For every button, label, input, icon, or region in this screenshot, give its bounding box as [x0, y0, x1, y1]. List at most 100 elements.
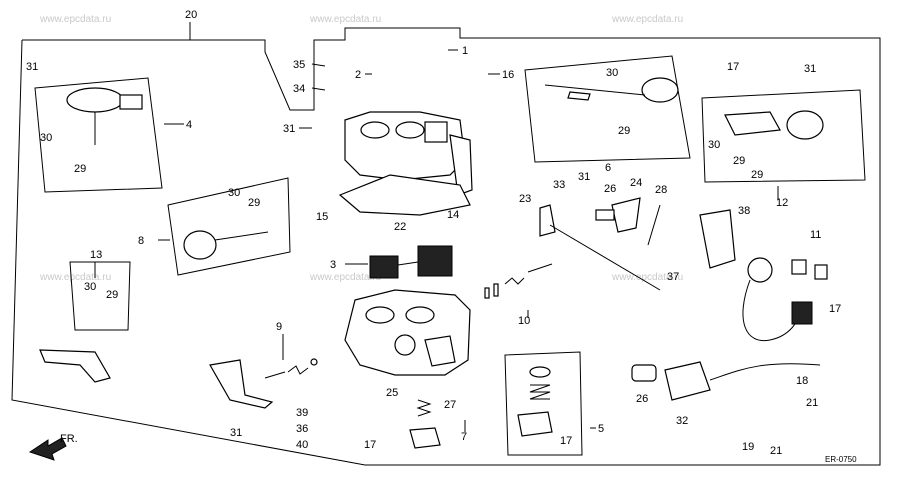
- callout-39: 39: [296, 407, 308, 419]
- callout-29: 29: [248, 197, 260, 209]
- callout-7: 7: [461, 431, 467, 443]
- diaphragm-6: [544, 77, 679, 103]
- callout-31: 31: [578, 171, 590, 183]
- gasket: [338, 174, 471, 216]
- callout-30: 30: [40, 132, 52, 144]
- callout-1: 1: [462, 45, 468, 57]
- callout-15: 15: [316, 211, 328, 223]
- callout-5: 5: [598, 423, 604, 435]
- callout-31: 31: [26, 61, 38, 73]
- callout-14: 14: [447, 209, 459, 221]
- callout-labels: 20 31 4 30 29 35 34 31 2 1 16 15 30 29 6…: [26, 9, 841, 457]
- watermark: www.epcdata.ru: [611, 272, 683, 283]
- watermark: www.epcdata.ru: [309, 272, 381, 283]
- callout-31: 31: [230, 427, 242, 439]
- callout-6: 6: [605, 162, 611, 174]
- leader-lines: [94, 49, 779, 432]
- callout-27: 27: [444, 399, 456, 411]
- callout-20: 20: [185, 9, 197, 21]
- callout-3: 3: [330, 259, 336, 271]
- diaphragm-12: [724, 110, 824, 140]
- spring-27: [416, 399, 432, 417]
- callout-32: 32: [676, 415, 688, 427]
- throttle-link-13: [39, 349, 111, 383]
- diaphragm-8: [183, 230, 269, 260]
- callout-34: 34: [293, 83, 305, 95]
- group-box-12: [701, 89, 866, 183]
- assembly-outline: [11, 27, 881, 466]
- callout-35: 35: [293, 59, 305, 71]
- callout-30: 30: [708, 139, 720, 151]
- choke-rod-33: [539, 204, 661, 291]
- callout-17: 17: [829, 303, 841, 315]
- callout-23: 23: [519, 193, 531, 205]
- part-7: [409, 427, 441, 449]
- bracket-32: [664, 361, 711, 401]
- callout-22: 22: [394, 221, 406, 233]
- callout-30: 30: [84, 281, 96, 293]
- callout-11: 11: [810, 229, 821, 241]
- callout-30: 30: [606, 67, 618, 79]
- carb-lower-body: [344, 289, 471, 376]
- callout-36: 36: [296, 423, 308, 435]
- callout-24: 24: [630, 177, 642, 189]
- float-assembly: [369, 245, 453, 279]
- wire: [709, 363, 821, 381]
- group-box-4: [34, 77, 163, 193]
- solenoid-11: [699, 209, 828, 342]
- group-box-6: [524, 55, 691, 163]
- group-box-8: [167, 177, 291, 276]
- callout-28: 28: [655, 184, 667, 196]
- watermark: www.epcdata.ru: [611, 14, 683, 25]
- part-26: [595, 209, 615, 221]
- callout-26: 26: [636, 393, 648, 405]
- callout-21: 21: [770, 445, 782, 457]
- direction-label: FR.: [60, 433, 78, 445]
- callout-19: 19: [742, 441, 754, 453]
- callout-17: 17: [364, 439, 376, 451]
- callout-29: 29: [751, 169, 763, 181]
- rod-28: [647, 204, 661, 246]
- callout-38: 38: [738, 205, 750, 217]
- carb-upper-body: [344, 111, 473, 196]
- callout-40: 40: [296, 439, 308, 451]
- callout-26: 26: [604, 183, 616, 195]
- choke-diaphragm-4: [66, 87, 143, 145]
- group-box-13: [69, 261, 131, 331]
- callout-29: 29: [106, 289, 118, 301]
- callout-10: 10: [518, 315, 530, 327]
- callout-18: 18: [796, 375, 808, 387]
- callout-25: 25: [386, 387, 398, 399]
- callout-29: 29: [74, 163, 86, 175]
- callout-8: 8: [138, 235, 144, 247]
- watermark: www.epcdata.ru: [309, 14, 381, 25]
- callout-13: 13: [90, 249, 102, 261]
- callout-33: 33: [553, 179, 565, 191]
- bracket-bottom: [209, 359, 274, 409]
- callout-9: 9: [276, 321, 282, 333]
- screw-set-9: [264, 358, 318, 379]
- callout-17: 17: [727, 61, 739, 73]
- callout-30: 30: [228, 187, 240, 199]
- callout-17: 17: [560, 435, 572, 447]
- front-direction-arrow: FR.: [28, 433, 78, 461]
- callout-16: 16: [502, 69, 514, 81]
- callout-37: 37: [667, 271, 679, 283]
- accelerator-pump-5: [517, 366, 553, 437]
- callout-21: 21: [806, 397, 818, 409]
- watermarks: www.epcdata.ru www.epcdata.ru www.epcdat…: [39, 14, 683, 283]
- group-box-5: [504, 351, 583, 456]
- callout-12: 12: [776, 197, 788, 209]
- jet-set-10: [484, 263, 553, 299]
- diagram-code: ER-0750: [825, 455, 857, 464]
- callout-4: 4: [186, 119, 192, 131]
- watermark: www.epcdata.ru: [39, 14, 111, 25]
- gasket-26: [631, 364, 657, 382]
- callout-31: 31: [804, 63, 816, 75]
- callout-29: 29: [618, 125, 630, 137]
- callout-29: 29: [733, 155, 745, 167]
- lever-24: [611, 197, 641, 233]
- watermark: www.epcdata.ru: [39, 272, 111, 283]
- callout-31: 31: [283, 123, 295, 135]
